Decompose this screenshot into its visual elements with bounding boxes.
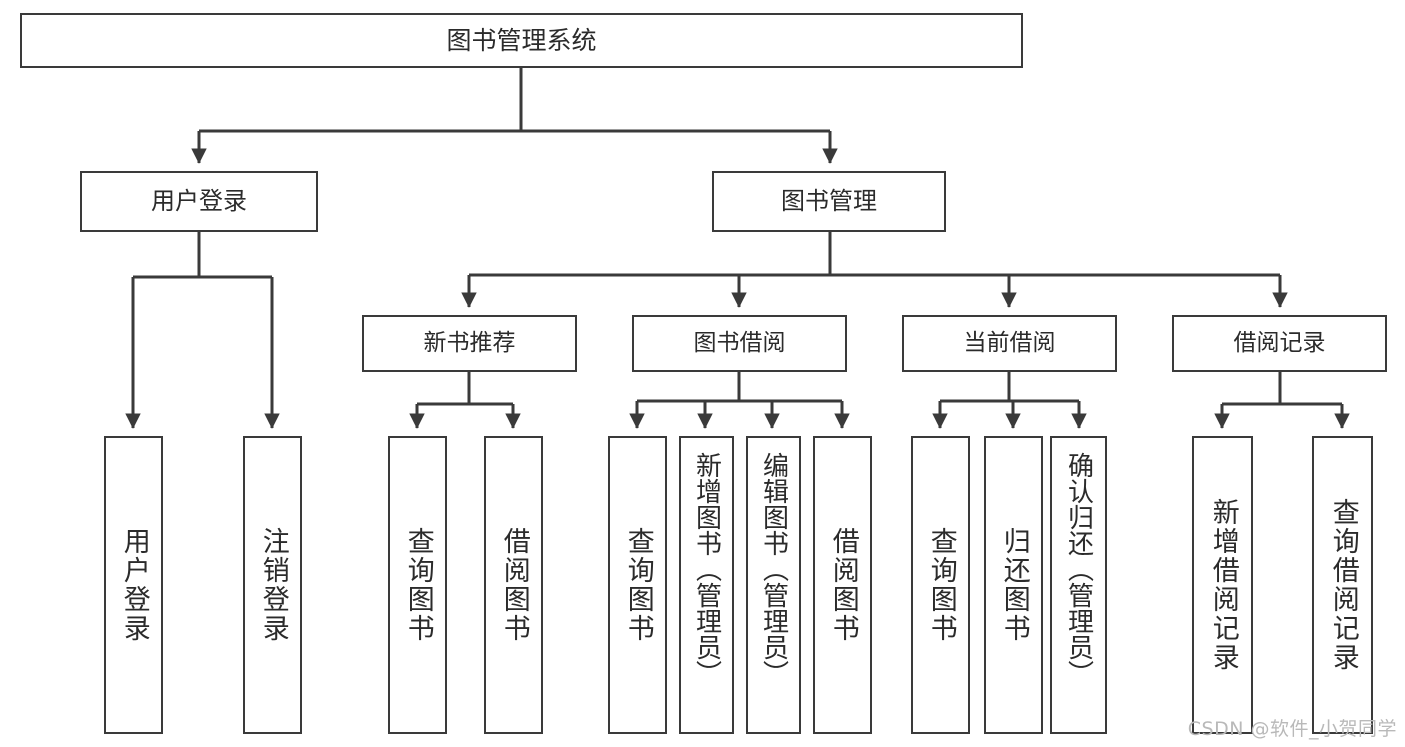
node-current-borrow[interactable]: 当前借阅 <box>902 315 1117 372</box>
node-label: 图书管理系统 <box>446 25 597 55</box>
node-label: 编辑图书（管理员） <box>758 452 789 686</box>
node-label: 查询借阅记录 <box>1327 498 1359 672</box>
leaf-query-book-current[interactable]: 查询图书 <box>911 436 970 734</box>
node-label: 图书管理 <box>781 187 877 216</box>
node-label: 确认归还（管理员） <box>1063 452 1094 686</box>
leaf-add-book-admin[interactable]: 新增图书（管理员） <box>679 436 734 734</box>
node-new-book-recommend[interactable]: 新书推荐 <box>362 315 577 372</box>
leaf-edit-book-admin[interactable]: 编辑图书（管理员） <box>746 436 801 734</box>
leaf-add-borrow-record[interactable]: 新增借阅记录 <box>1192 436 1253 734</box>
node-label: 借阅图书 <box>498 527 530 643</box>
leaf-user-login[interactable]: 用户登录 <box>104 436 163 734</box>
leaf-query-book-borrow[interactable]: 查询图书 <box>608 436 667 734</box>
node-label: 查询图书 <box>622 527 654 643</box>
node-label: 新增图书（管理员） <box>691 452 722 686</box>
node-label: 新书推荐 <box>423 329 516 356</box>
leaf-query-borrow-record[interactable]: 查询借阅记录 <box>1312 436 1373 734</box>
node-label: 用户登录 <box>151 187 247 216</box>
node-borrow-records[interactable]: 借阅记录 <box>1172 315 1387 372</box>
leaf-confirm-return-admin[interactable]: 确认归还（管理员） <box>1050 436 1107 734</box>
node-user-login[interactable]: 用户登录 <box>80 171 318 232</box>
leaf-user-logout[interactable]: 注销登录 <box>243 436 302 734</box>
node-label: 借阅图书 <box>827 527 859 643</box>
node-book-management[interactable]: 图书管理 <box>712 171 946 232</box>
leaf-query-book-new[interactable]: 查询图书 <box>388 436 447 734</box>
node-label: 用户登录 <box>118 527 150 643</box>
node-root-system[interactable]: 图书管理系统 <box>20 13 1023 68</box>
node-label: 借阅记录 <box>1233 329 1326 356</box>
node-label: 当前借阅 <box>963 329 1056 356</box>
node-label: 新增借阅记录 <box>1207 498 1239 672</box>
node-book-borrow[interactable]: 图书借阅 <box>632 315 847 372</box>
leaf-return-book[interactable]: 归还图书 <box>984 436 1043 734</box>
node-label: 查询图书 <box>402 527 434 643</box>
leaf-borrow-book-new[interactable]: 借阅图书 <box>484 436 543 734</box>
node-label: 查询图书 <box>925 527 957 643</box>
leaf-borrow-book[interactable]: 借阅图书 <box>813 436 872 734</box>
node-label: 注销登录 <box>257 527 289 643</box>
node-label: 归还图书 <box>998 527 1030 643</box>
node-label: 图书借阅 <box>693 329 786 356</box>
